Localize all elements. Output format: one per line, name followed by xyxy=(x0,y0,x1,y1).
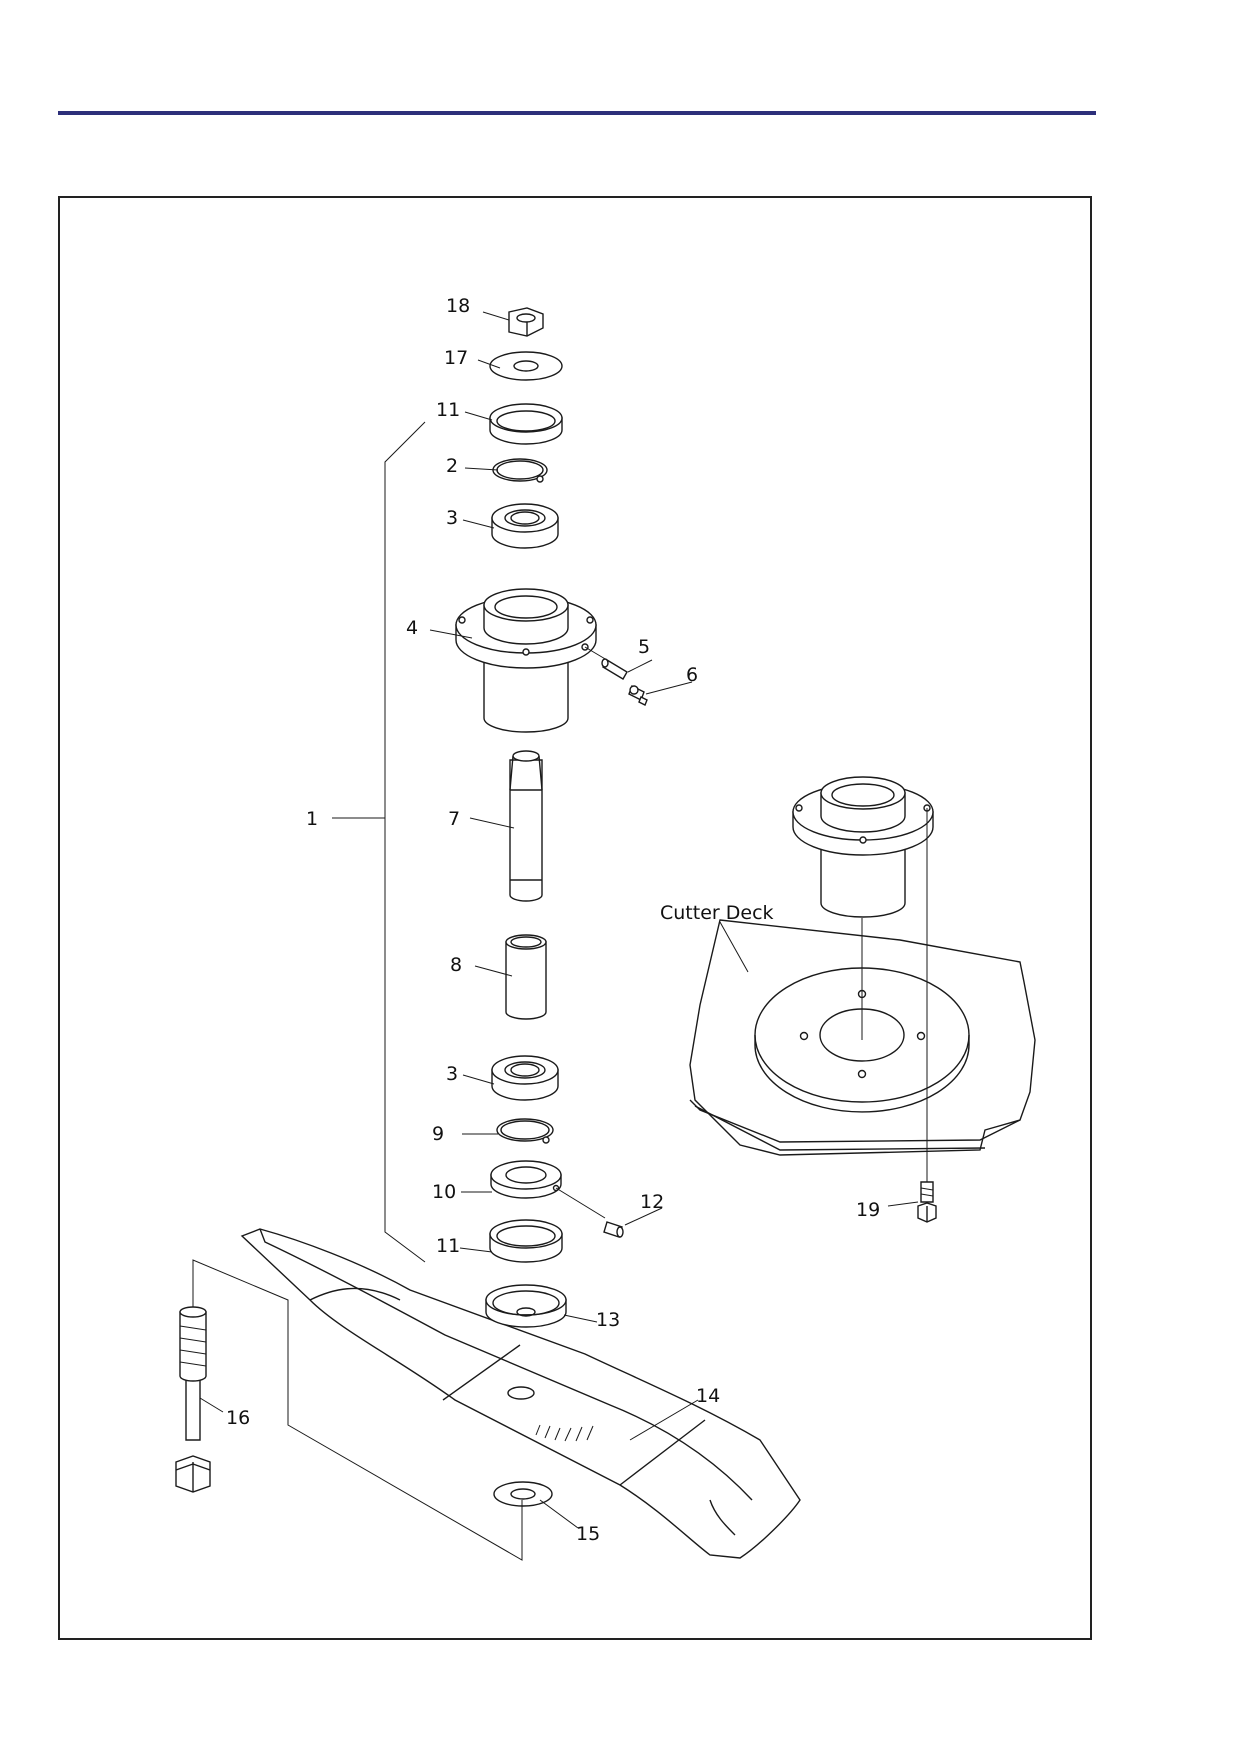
part-spindle-housing xyxy=(455,588,597,733)
part-mower-blade xyxy=(240,1228,801,1559)
header-rule xyxy=(58,111,1096,115)
cutter-deck xyxy=(689,918,1036,1156)
callout-19: 19 xyxy=(856,1199,880,1221)
part-hex-nut xyxy=(508,307,544,337)
part-blade-bolt xyxy=(175,1259,523,1561)
callout-7: 7 xyxy=(448,808,460,830)
callout-2: 2 xyxy=(446,455,458,477)
callout-4: 4 xyxy=(406,617,418,639)
callout-10: 10 xyxy=(432,1181,456,1203)
leader-lines xyxy=(199,311,919,1529)
callout-12: 12 xyxy=(640,1191,664,1213)
part-spindle-shaft xyxy=(509,750,543,902)
part-set-screw xyxy=(555,1187,624,1238)
callout-15: 15 xyxy=(576,1523,600,1545)
blade-marks xyxy=(535,1424,594,1442)
part-retaining-ring-bottom xyxy=(496,1118,554,1144)
callout-3-top: 3 xyxy=(446,507,458,529)
diagram-frame xyxy=(58,196,1092,1640)
callout-17: 17 xyxy=(444,347,468,369)
assembly-bracket xyxy=(332,421,426,1263)
callout-11-top: 11 xyxy=(436,399,460,421)
callout-labels: 18 17 11 2 3 4 5 6 1 7 8 3 9 10 12 11 13… xyxy=(226,295,880,1545)
callout-3-bottom: 3 xyxy=(446,1063,458,1085)
part-spacer-ring-bottom xyxy=(489,1219,563,1263)
callout-14: 14 xyxy=(696,1385,720,1407)
callout-16: 16 xyxy=(226,1407,250,1429)
callout-9: 9 xyxy=(432,1123,444,1145)
callout-1: 1 xyxy=(306,808,318,830)
callout-5: 5 xyxy=(638,636,650,658)
callout-18: 18 xyxy=(446,295,470,317)
callout-13: 13 xyxy=(596,1309,620,1331)
callout-6: 6 xyxy=(686,664,698,686)
part-washer-top xyxy=(489,351,563,381)
callout-8: 8 xyxy=(450,954,462,976)
part-retaining-ring-top xyxy=(492,458,548,483)
callout-11-bottom: 11 xyxy=(436,1235,460,1257)
part-collar xyxy=(490,1160,562,1199)
part-spacer-ring-top xyxy=(489,403,563,445)
part-bearing-top xyxy=(491,503,559,549)
part-deck-bolt xyxy=(917,808,937,1223)
part-grease-fitting xyxy=(628,685,648,706)
part-washer-bottom xyxy=(493,1481,553,1507)
part-spacer-tube xyxy=(505,934,547,1020)
part-grease-extension xyxy=(584,646,628,680)
cutter-deck-label: Cutter Deck xyxy=(660,902,774,924)
part-bearing-bottom xyxy=(491,1055,559,1101)
mounted-spindle-housing xyxy=(792,776,934,918)
part-blade-cup xyxy=(485,1284,567,1328)
